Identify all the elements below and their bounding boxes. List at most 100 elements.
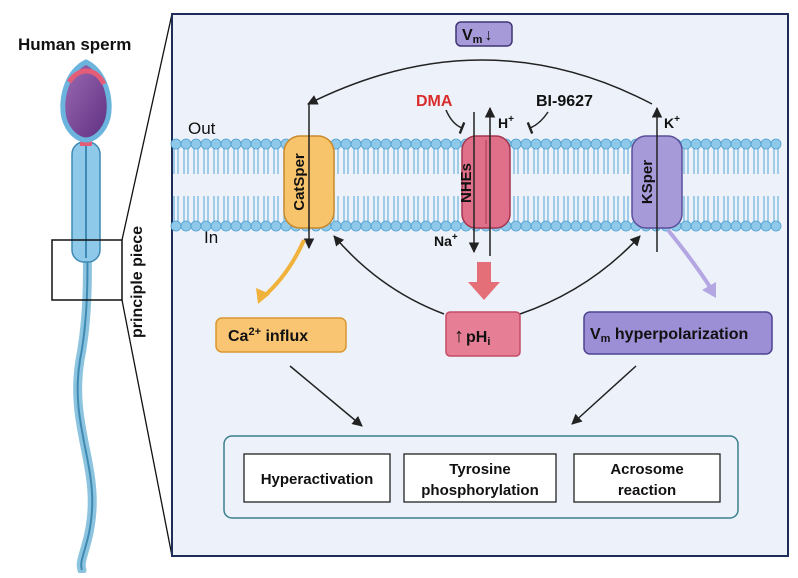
lipid-tail xyxy=(523,196,529,222)
dma-label: DMA xyxy=(416,93,453,110)
lipid-tail xyxy=(453,196,459,222)
lipid-head xyxy=(360,220,372,232)
lipid-head xyxy=(230,138,242,150)
lipid-head xyxy=(690,138,702,150)
lipid-head xyxy=(440,220,452,232)
lipid-head xyxy=(540,220,552,232)
lipid-head xyxy=(530,138,542,150)
svg-text:↑pHi: ↑pHi xyxy=(454,325,490,348)
lipid-head xyxy=(590,138,602,150)
nhes-channel: NHEs xyxy=(458,106,511,256)
lipid-tail xyxy=(403,148,409,174)
lipid-tail xyxy=(623,148,629,174)
lipid-tail xyxy=(183,148,189,174)
outcome-box xyxy=(243,453,391,503)
outcome-label: Acrosome xyxy=(610,461,683,478)
lipid-head xyxy=(270,138,282,150)
lipid-tail xyxy=(353,148,359,174)
lipid-tail xyxy=(623,196,629,222)
lipid-tail xyxy=(533,196,539,222)
vm-label: V xyxy=(462,27,473,44)
sperm-head xyxy=(60,59,112,143)
outcome-box xyxy=(573,453,721,503)
lipid-head xyxy=(250,138,262,150)
lipid-tail xyxy=(693,148,699,174)
lipid-tail xyxy=(213,148,219,174)
lipid-head xyxy=(560,220,572,232)
lipid-tail xyxy=(243,148,249,174)
lipid-tail xyxy=(203,148,209,174)
lipid-head xyxy=(550,220,562,232)
lipid-head xyxy=(260,220,272,232)
lipid-head xyxy=(170,220,182,232)
na-plus-label: Na+ xyxy=(434,232,458,249)
principle-piece-box xyxy=(51,239,123,301)
ksper-label: KSper xyxy=(639,160,656,204)
lipid-head xyxy=(760,138,772,150)
lipid-head xyxy=(240,138,252,150)
lipid-tail xyxy=(763,196,769,222)
lipid-tail xyxy=(613,196,619,222)
lipid-tail xyxy=(593,148,599,174)
vm-to-outcomes-arrow xyxy=(571,365,637,425)
svg-text:Ca2+ influx: Ca2+ influx xyxy=(228,326,308,345)
lipid-tail xyxy=(413,196,419,222)
lipid-head xyxy=(400,220,412,232)
lipid-tail xyxy=(583,196,589,222)
lipid-tail xyxy=(513,196,519,222)
lipid-tail xyxy=(253,148,259,174)
catsper-channel: CatSper xyxy=(283,104,335,250)
arrow-ksper-to-catsper xyxy=(307,59,653,105)
lipid-head xyxy=(740,138,752,150)
lipid-tail xyxy=(513,148,519,174)
lipid-head xyxy=(390,220,402,232)
lipid-tail xyxy=(693,196,699,222)
lipid-head xyxy=(550,138,562,150)
lipid-head xyxy=(430,138,442,150)
lipid-tail xyxy=(373,148,379,174)
dma-inhibition xyxy=(445,109,466,135)
lipid-head xyxy=(340,220,352,232)
lipid-tail xyxy=(223,148,229,174)
lipid-head xyxy=(770,220,782,232)
lipid-tail xyxy=(733,148,739,174)
lipid-tail xyxy=(433,196,439,222)
lipid-tail xyxy=(173,148,179,174)
catsper-label: CatSper xyxy=(291,153,308,211)
lipid-tail xyxy=(573,196,579,222)
lipid-tail xyxy=(573,148,579,174)
lipid-head xyxy=(750,220,762,232)
lipid-head xyxy=(580,220,592,232)
lipid-tail xyxy=(363,196,369,222)
lipid-head xyxy=(200,138,212,150)
lipid-head xyxy=(720,220,732,232)
lipid-tail xyxy=(443,196,449,222)
lipid-tail xyxy=(253,196,259,222)
lipid-head xyxy=(170,138,182,150)
lipid-head xyxy=(260,138,272,150)
lipid-tail xyxy=(393,148,399,174)
svg-text:Vm↓: Vm↓ xyxy=(462,27,492,46)
lipid-tail xyxy=(363,148,369,174)
outcome-label: reaction xyxy=(618,482,676,499)
svg-text:Vm hyperpolarization: Vm hyperpolarization xyxy=(590,326,748,345)
lipid-tail xyxy=(193,196,199,222)
lipid-head xyxy=(270,220,282,232)
lipid-tail xyxy=(193,148,199,174)
lipid-tail xyxy=(373,196,379,222)
lipid-tail xyxy=(773,196,779,222)
lipid-tail xyxy=(533,148,539,174)
lipid-head xyxy=(350,220,362,232)
lipid-tail xyxy=(753,148,759,174)
lipid-head xyxy=(620,220,632,232)
lipid-head xyxy=(680,220,692,232)
lipid-head xyxy=(760,220,772,232)
lipid-head xyxy=(520,138,532,150)
lipid-head xyxy=(360,138,372,150)
lipid-tail xyxy=(723,196,729,222)
h-plus-label: H+ xyxy=(498,114,514,131)
lipid-tail xyxy=(703,148,709,174)
lipid-head xyxy=(710,220,722,232)
lipid-tail xyxy=(353,196,359,222)
